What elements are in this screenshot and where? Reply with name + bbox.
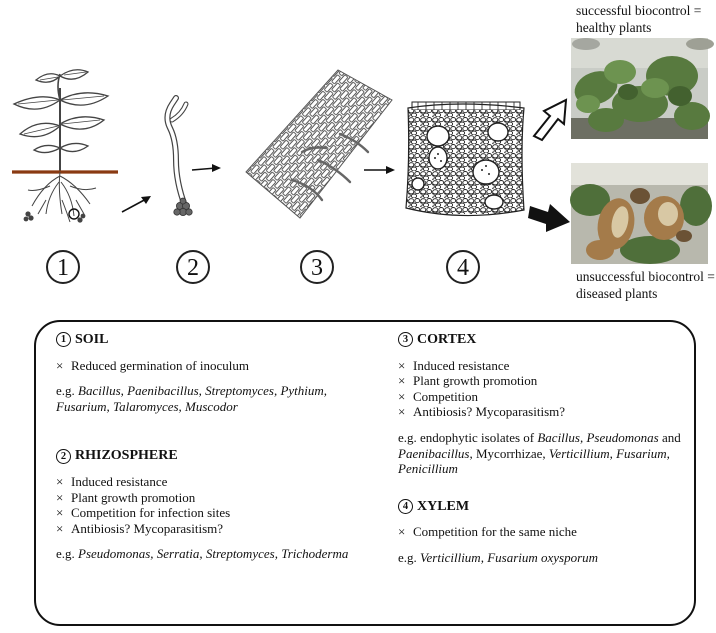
cortex-eg-mycorrhizae: Mycorrhizae,	[476, 445, 546, 461]
soil-eg-line-2: Fusarium, Talaromyces, Muscodor	[56, 398, 238, 414]
bullet-mark: ×	[56, 357, 64, 373]
rhizosphere-eg-line-1: Pseudomonas, Serratia, Streptomyces, Tri…	[78, 546, 349, 562]
right-column: 3 CORTEX × Induced resistance × Plant grow…	[398, 332, 688, 566]
rhizosphere-item: × Plant growth promotion	[56, 490, 376, 506]
arrow-3-to-4	[364, 166, 395, 174]
rhizosphere-examples: e.g. Pseudomonas, Serratia, Streptomyces…	[56, 546, 376, 562]
arrow-1-to-2	[121, 196, 151, 213]
stage-number-2: 2	[176, 250, 210, 284]
cortex-item: × Plant growth promotion	[398, 373, 688, 389]
soil-title: SOIL	[75, 332, 109, 347]
bullet-mark: ×	[56, 473, 64, 489]
germinating-spore-drawing	[164, 95, 193, 216]
root-infection-circle	[68, 208, 80, 220]
cortex-number: 3	[398, 332, 413, 348]
rhizosphere-item: × Competition for infection sites	[56, 505, 376, 521]
stage-number-4: 4	[446, 250, 480, 284]
root-tissue-drawing	[245, 69, 393, 219]
bullet-mark: ×	[398, 373, 406, 389]
healthy-plants-photo	[571, 38, 714, 139]
xylem-section: 4 XYLEM ×Competition for the same niche …	[398, 499, 688, 566]
cortex-item: × Competition	[398, 389, 688, 405]
xylem-number: 4	[398, 499, 413, 515]
stage-number-3: 3	[300, 250, 334, 284]
cortex-eg-a: Bacillus, Pseudomonas	[537, 429, 659, 445]
bullet-mark: ×	[398, 388, 406, 404]
cortex-item-text: Antibiosis? Mycoparasitism?	[413, 404, 566, 420]
bullet-mark: ×	[56, 489, 64, 505]
stage-number-2-label: 2	[187, 255, 199, 281]
failure-caption-line-1: unsuccessful biocontrol =	[576, 269, 715, 284]
cortex-eg-b: Paenibacillus,	[398, 445, 473, 461]
rhizosphere-item-text: Plant growth promotion	[71, 489, 196, 505]
plant-drawing	[12, 69, 118, 223]
cortex-item-text: Competition	[413, 388, 478, 404]
soil-eg-prefix: e.g.	[56, 383, 75, 399]
cortex-eg-prefix: e.g. endophytic isolates of	[398, 429, 535, 445]
failure-arrow	[528, 204, 570, 232]
bullet-mark: ×	[398, 357, 406, 373]
cortex-eg-c: Verticillium, Fusarium,	[548, 445, 670, 461]
xylem-section-drawing	[405, 101, 525, 217]
soil-number: 1	[56, 332, 71, 348]
xylem-title: XYLEM	[417, 498, 470, 514]
cortex-eg-and: and	[661, 429, 681, 445]
mechanisms-box: 1 SOIL ×Reduced germination of inoculum …	[34, 320, 696, 626]
bullet-mark: ×	[56, 505, 64, 521]
xylem-item: × Competition for the same niche	[398, 524, 688, 540]
soil-heading: 1 SOIL	[56, 332, 376, 348]
arrow-2-to-3	[191, 164, 221, 172]
rhizosphere-eg-prefix: e.g.	[56, 546, 75, 562]
soil-section: 1 SOIL ×Reduced germination of inoculum …	[56, 332, 376, 414]
rhizosphere-title: RHIZOSPHERE	[75, 448, 178, 464]
rhizosphere-item: × Antibiosis? Mycoparasitism?	[56, 521, 376, 537]
cortex-item: × Induced resistance	[398, 358, 688, 374]
cortex-examples: e.g. endophytic isolates of Bacillus, Ps…	[398, 430, 688, 477]
bullet-mark: ×	[398, 524, 406, 540]
xylem-heading: 4 XYLEM	[398, 499, 688, 515]
bullet-mark: ×	[398, 404, 406, 420]
cortex-heading: 3 CORTEX	[398, 332, 688, 348]
stage-number-3-label: 3	[311, 255, 323, 281]
soil-eg-line-1: Bacillus, Paenibacillus, Streptomyces, P…	[78, 383, 328, 399]
soil-item-text: Reduced germination of inoculum	[71, 357, 249, 373]
left-column: 1 SOIL ×Reduced germination of inoculum …	[56, 332, 376, 562]
diseased-plants-photo	[570, 163, 712, 264]
xylem-item-text: Competition for the same niche	[413, 524, 577, 540]
success-caption: successful biocontrol = healthy plants	[576, 2, 701, 36]
cortex-item: × Antibiosis? Mycoparasitism?	[398, 404, 688, 420]
failure-caption: unsuccessful biocontrol = diseased plant…	[576, 268, 715, 302]
rhizosphere-heading: 2 RHIZOSPHERE	[56, 448, 376, 464]
cortex-eg-d: Penicillium	[398, 461, 458, 477]
xylem-eg-prefix: e.g.	[398, 549, 417, 565]
stage-number-4-label: 4	[457, 255, 469, 281]
stage-number-1-label: 1	[57, 255, 69, 281]
rhizosphere-item-text: Antibiosis? Mycoparasitism?	[71, 520, 224, 536]
rhizosphere-item: × Induced resistance	[56, 474, 376, 490]
cortex-item-text: Induced resistance	[413, 357, 510, 373]
stage-number-1: 1	[46, 250, 80, 284]
cortex-item-text: Plant growth promotion	[413, 373, 538, 389]
bullet-mark: ×	[56, 520, 64, 536]
soil-item: × Reduced germination of inoculum	[56, 358, 376, 374]
rhizosphere-item-text: Induced resistance	[71, 473, 168, 489]
success-caption-line-1: successful biocontrol =	[576, 3, 702, 18]
rhizosphere-section: 2 RHIZOSPHERE × Induced resistance × Plant…	[56, 448, 376, 562]
xylem-eg-line-1: Verticillium, Fusarium oxysporum	[420, 549, 599, 565]
cortex-section: 3 CORTEX × Induced resistance × Plant grow…	[398, 332, 688, 477]
soil-examples: e.g. Bacillus, Paenibacillus, Streptomyc…	[56, 383, 376, 414]
rhizosphere-item-text: Competition for infection sites	[71, 505, 231, 521]
cortex-title: CORTEX	[417, 332, 477, 347]
disease-process-illustration	[12, 38, 714, 264]
failure-caption-line-2: diseased plants	[576, 286, 658, 301]
success-caption-line-2: healthy plants	[576, 20, 652, 35]
xylem-examples: e.g. Verticillium, Fusarium oxysporum	[398, 550, 688, 566]
success-arrow	[532, 98, 568, 142]
rhizosphere-number: 2	[56, 448, 71, 464]
